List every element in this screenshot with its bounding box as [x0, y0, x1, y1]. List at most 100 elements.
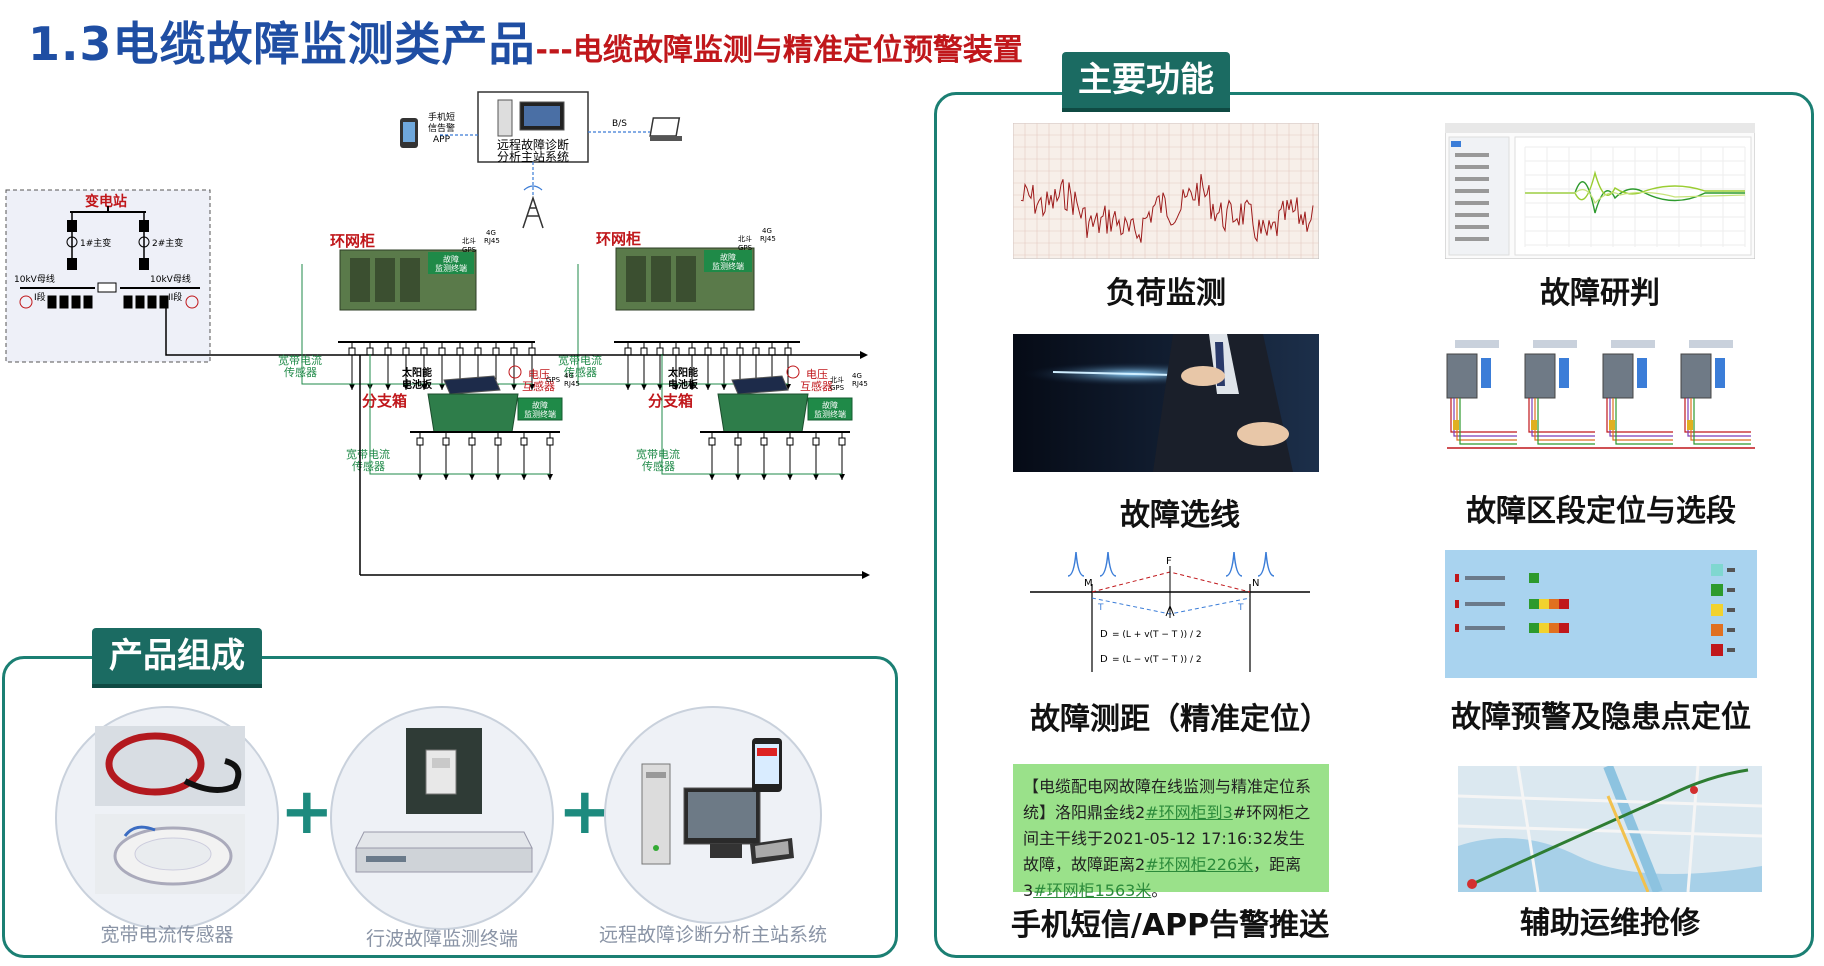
sidebar-item: [1455, 177, 1489, 181]
sensor-wire: [577, 264, 788, 385]
phone-label-3: APP: [433, 135, 451, 145]
feeder-switch: [510, 347, 518, 356]
feeder-arrow: [529, 384, 535, 390]
plus-icon: +: [280, 775, 334, 849]
feeder-arrow: [721, 384, 727, 390]
function-label-5: 故障测距（精准定位）: [1030, 702, 1330, 737]
status-cell: [1539, 599, 1549, 609]
feeder-switch: [838, 437, 846, 446]
branch-1-rj45: RJ45: [564, 380, 580, 388]
feeder-arrow: [417, 474, 423, 480]
legend-text: [1727, 568, 1735, 572]
sms-text-4: #环网柜226米: [1145, 855, 1254, 874]
feeder-arrow: [673, 384, 679, 390]
composition-item-2: [330, 706, 554, 930]
sidebar-item: [1455, 153, 1489, 157]
cable-line: [1615, 398, 1673, 445]
master-label-2: 分析主站系统: [497, 150, 569, 164]
feeder-switch: [348, 347, 356, 356]
sidebar-item: [1455, 165, 1489, 169]
monitor-device: [1715, 358, 1725, 388]
legend-swatch: [1711, 624, 1723, 636]
rmu-2-4g: 4G: [762, 227, 772, 235]
row-marker: [1455, 574, 1459, 582]
feeder-arrow: [641, 384, 647, 390]
plus-icon: +: [558, 775, 612, 849]
switchgear-unit: [1680, 353, 1712, 399]
feeder-switch: [528, 347, 536, 356]
current-sensor-image: [95, 726, 245, 894]
legend-text: [1727, 628, 1735, 632]
composition-item-2-label: 行波故障监测终端: [365, 928, 518, 950]
feeder-switch: [672, 347, 680, 356]
feeder-switch: [456, 347, 464, 356]
legend-swatch: [1711, 584, 1723, 596]
bus-right-label: 10kV母线: [150, 273, 191, 285]
formula-m: M: [1084, 578, 1093, 589]
status-cell: [1559, 623, 1569, 633]
rmu-2-broadband-1: 宽带电流: [558, 353, 602, 367]
transformer-2-label: 2#主变: [152, 237, 183, 249]
unit-label: [1455, 340, 1499, 348]
formula-lhs-1: D: [1100, 629, 1108, 640]
feeder-switch: [416, 437, 424, 446]
feeder-switch: [624, 347, 632, 356]
sms-message: 【电缆配电网故障在线监测与精准定位系统】洛阳鼎金线2#环网柜到3#环网柜之间主干…: [1013, 764, 1329, 900]
row-marker: [1455, 600, 1459, 608]
sms-text-3: #环网柜之间主干线于2021-05-12 17:16:32发生故障，故障距离2: [1023, 803, 1311, 874]
branch-2-feeders: [661, 354, 846, 480]
feeder-arrow: [385, 384, 391, 390]
branch-box-2: 太阳能 电池板 分支箱 故障 监测终端 北斗 4G GPS RJ45: [648, 366, 868, 433]
rmu-1-4g: 4G: [486, 229, 496, 237]
branch-2-broadband-2: 传感器: [642, 460, 675, 473]
phone-icon: [400, 118, 418, 148]
feeder-switch: [760, 437, 768, 446]
formula-tm1: T: [1097, 603, 1104, 613]
formula-eq-2: = (L − v(T − T )) / 2: [1112, 655, 1202, 665]
composition-item-1-label: 宽带电流传感器: [100, 924, 234, 946]
formula-eq-1: = (L + v(T − T )) / 2: [1112, 630, 1202, 640]
feeder-arrow: [839, 474, 845, 480]
sms-text-6: #环网柜1563米: [1033, 881, 1152, 900]
feeder-switch: [546, 437, 554, 446]
switchgear-unit: [1524, 353, 1556, 399]
ring-main-unit-2: 环网柜 故障 监测终端 北斗 4G GPS RJ45: [596, 227, 776, 311]
sms-text-5: ，距离3: [1023, 855, 1302, 900]
feeder-switch: [768, 347, 776, 356]
composition-panel: [2, 656, 898, 958]
branch-1-solar-1: 太阳能: [401, 366, 432, 379]
fault-analysis-image: [1445, 123, 1755, 259]
branch-2-device-2: 监测终端: [814, 409, 846, 419]
cable-line: [1612, 398, 1673, 441]
feeder-switch: [520, 437, 528, 446]
legend-text: [1727, 608, 1735, 612]
formula-n: N: [1252, 578, 1259, 589]
rmu-1-device-1: 故障: [443, 254, 459, 264]
sensor: [1453, 420, 1459, 430]
cable-line: [1528, 398, 1595, 433]
feeder-arrow: [495, 474, 501, 480]
feeder-switch: [384, 347, 392, 356]
feeder-arrow: [421, 384, 427, 390]
feeder-arrow: [761, 474, 767, 480]
legend-swatch: [1711, 644, 1723, 656]
cable-line: [1690, 398, 1751, 441]
monitor-device: [1559, 358, 1569, 388]
rmu-1-voltage-2: 互感器: [522, 380, 555, 393]
ring-main-unit-1: 环网柜 故障 监测终端 北斗 4G GPS RJ45: [330, 229, 500, 311]
monitoring-terminal-image: [355, 728, 533, 873]
cable-line: [1687, 398, 1751, 437]
cable-line: [1684, 398, 1751, 433]
substation-box: 变电站 1#主变 2#主变 10kV母线 10kV母线 I段 II段: [5, 189, 211, 363]
branch-2-rj45: RJ45: [852, 380, 868, 388]
branch-1-broadband-2: 传感器: [352, 460, 385, 473]
fault-warning-image: [1445, 550, 1757, 678]
laptop-icon: [649, 117, 682, 141]
sidebar-item: [1455, 189, 1489, 193]
sidebar-item: [1455, 213, 1489, 217]
feeder-switch: [784, 347, 792, 356]
sms-text-7: 。: [1151, 881, 1168, 900]
status-cell: [1529, 623, 1539, 633]
cable-line: [1537, 398, 1595, 445]
status-cell: [1529, 599, 1539, 609]
